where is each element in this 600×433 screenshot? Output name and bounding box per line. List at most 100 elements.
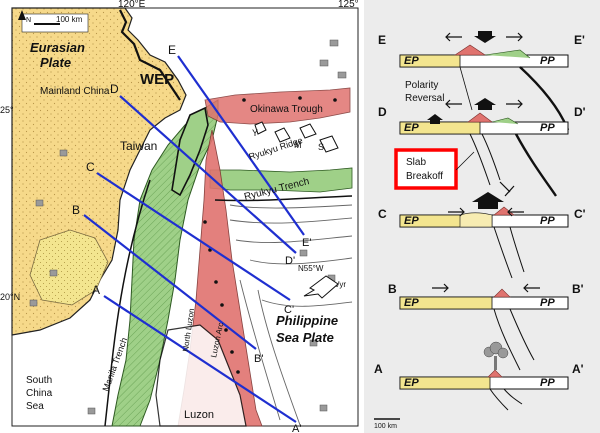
ryukyu-islands (254, 121, 339, 153)
north-arrow-icon: N (18, 10, 31, 24)
section-e-pp: PP (540, 55, 555, 67)
island-letter-y: Y (252, 128, 258, 138)
map-symbols (29, 39, 347, 415)
map-scale-bar: 100 km (21, 13, 89, 33)
trace-a-end: A' (292, 423, 301, 433)
section-c-start: C (378, 207, 387, 221)
sections-scale-bar: 100 km (374, 418, 400, 430)
section-b-pp: PP (540, 297, 555, 309)
island-letter-m: M (294, 140, 302, 150)
trace-c-end: C' (284, 304, 294, 316)
lat-label-25: 25° (0, 105, 14, 115)
section-b-ep: EP (404, 297, 419, 309)
island-letter-s: S (318, 142, 324, 152)
section-a-ep: EP (404, 377, 419, 389)
map-scale-label: 100 km (56, 15, 83, 24)
lon-label-120: 120°E (118, 0, 146, 10)
section-d-arrow-left-icon (445, 99, 462, 109)
trace-a-start: A (92, 283, 100, 297)
trace-c-start: C (86, 160, 95, 174)
section-d-arrow-up-left-icon (427, 114, 443, 124)
trace-a (103, 295, 297, 423)
sections-panel: E E' EP PP Polarity Reversal D D' EP PP (364, 0, 600, 433)
polarity-reversal-1: Polarity (405, 80, 438, 91)
section-d-ep: EP (404, 122, 419, 134)
south-china-sea-label-1: South (26, 375, 52, 386)
section-a-start: A (374, 362, 383, 376)
section-d-pp: PP (540, 122, 555, 134)
slab-breakoff-1: Slab (406, 157, 426, 168)
trace-c (96, 172, 291, 301)
section-d-arrow-up-icon (474, 98, 496, 110)
trace-e-start: E (168, 43, 176, 57)
trace-b-end: B' (254, 353, 263, 365)
trace-e (177, 55, 305, 236)
section-d-end: D' (574, 105, 586, 119)
philippine-sea-plate-label-2: Sea Plate (276, 330, 334, 345)
trace-b (83, 214, 257, 350)
section-e-arrow-right-icon (506, 32, 523, 42)
south-china-sea-label-3: Sea (26, 401, 44, 412)
sections-scale-label: 100 km (374, 423, 397, 430)
section-c: C C' EP PP (378, 192, 586, 279)
okinawa-trough-label: Okinawa Trough (250, 104, 323, 115)
section-b-arrow-left-icon (523, 283, 540, 293)
south-china-sea-label-2: China (26, 388, 53, 399)
section-c-end: C' (574, 207, 586, 221)
map-panel: E E' D D' C C' B B' A A' Eurasian Plate … (0, 0, 359, 433)
ryukyu-trench-line (214, 195, 353, 202)
section-c-arrow-up-icon (472, 192, 504, 209)
china-coastline (119, 9, 181, 101)
bathymetry-lines (229, 204, 353, 426)
section-a-end: A' (572, 362, 584, 376)
slab-breakoff-box (394, 148, 458, 190)
section-c-arrow-right-icon (448, 207, 465, 217)
section-e-end: E' (574, 33, 585, 47)
volcano-markers (203, 96, 337, 374)
okinawa-trough-zone (204, 87, 351, 125)
luzon-label: Luzon (184, 409, 214, 421)
section-c-ep: EP (404, 215, 419, 227)
eurasian-plate-label-2: Plate (40, 55, 71, 70)
mainland-china-label: Mainland China (40, 86, 110, 97)
philippine-sea-plate-label-1: Philippine (276, 313, 338, 328)
polarity-reversal-2: Reversal (405, 93, 444, 104)
section-b-arrow-right-icon (432, 283, 449, 293)
section-a-pp: PP (540, 377, 555, 389)
trace-d-start: D (110, 82, 119, 96)
slab-breakoff-pointer (455, 151, 475, 171)
section-d-arrow-right-icon (506, 99, 523, 109)
lat-label-20: 20°N (0, 292, 20, 302)
section-e-start: E (378, 33, 386, 47)
trace-d (119, 95, 297, 254)
section-b: B B' EP PP (388, 282, 584, 371)
lon-label-125: 125° (338, 0, 359, 10)
section-d: D D' EP PP Slab Breakoff (378, 98, 586, 197)
trace-d-end: D' (285, 255, 295, 267)
plate-motion-arrow-icon (303, 275, 339, 299)
section-e-ep: EP (404, 55, 419, 67)
slab-breakoff-2: Breakoff (406, 171, 443, 182)
section-e-arrow-left-icon (445, 32, 462, 42)
section-b-start: B (388, 282, 397, 296)
motion-label-1: N55°W (298, 264, 324, 273)
eruption-cloud-icon (483, 341, 509, 370)
section-b-end: B' (572, 282, 584, 296)
continental-shelf (29, 229, 109, 306)
taiwan-label: Taiwan (120, 139, 157, 153)
luzon-island (155, 324, 247, 427)
taiwan-island (171, 106, 209, 197)
trace-b-start: B (72, 203, 80, 217)
section-c-pp: PP (540, 215, 555, 227)
eurasian-plate-label-1: Eurasian (30, 40, 85, 55)
section-e-arrow-down-icon (474, 31, 496, 43)
section-a: A A' EP PP (374, 341, 584, 411)
taiwan-orogen-belt (111, 99, 219, 427)
north-label: N (26, 17, 31, 24)
trace-e-end: E' (302, 237, 311, 249)
section-c-arrow-left-icon (507, 207, 524, 217)
profile-traces (83, 55, 305, 423)
wep-label: WEP (140, 71, 174, 88)
section-d-start: D (378, 105, 387, 119)
